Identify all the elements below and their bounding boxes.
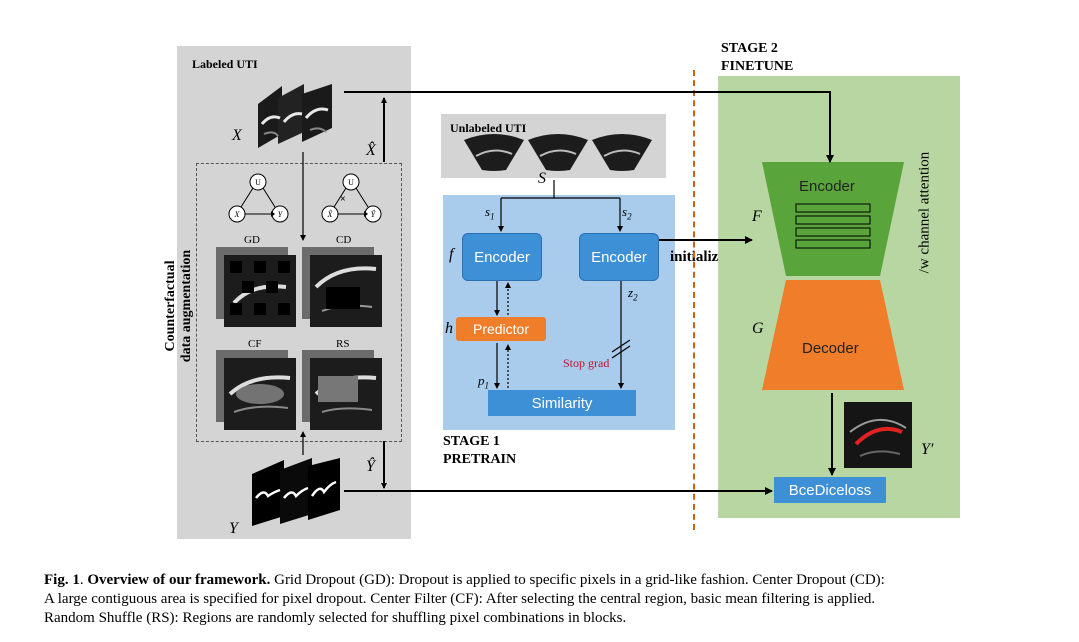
labeled-image-stack — [254, 84, 344, 148]
augmentation-box — [196, 163, 402, 442]
encoder-left: Encoder — [462, 233, 542, 281]
svg-text:Ŷ: Ŷ — [371, 209, 377, 219]
caption-heading: Overview of our framework. — [87, 572, 271, 588]
caption-fig-number: Fig. 1 — [44, 572, 80, 588]
channel-attention-label: /w channel attention — [916, 151, 933, 274]
stop-grad-label: Stop grad — [563, 356, 610, 370]
f-label: f — [449, 246, 454, 263]
node-u: U — [255, 178, 261, 187]
x-label: X — [232, 127, 242, 144]
z2-label: z2 — [628, 285, 638, 303]
stage2-encoder-label: Encoder — [799, 178, 855, 195]
predictor-box: Predictor — [456, 317, 546, 341]
labeled-uti-title: Labeled UTI — [192, 57, 258, 71]
aug-label-cd: CD — [336, 234, 352, 246]
y-label: Y — [229, 520, 238, 537]
ultrasound-image — [258, 84, 332, 148]
svg-text:Y: Y — [278, 210, 284, 219]
caption-line-3: Random Shuffle (RS): Regions are randoml… — [44, 610, 627, 626]
stage2-title: STAGE 2 FINETUNE — [721, 41, 794, 74]
causal-graph-counterfactual: × U X̂ Ŷ — [318, 172, 388, 224]
svg-text:X̂: X̂ — [327, 209, 334, 219]
h-label: h — [445, 320, 453, 337]
svg-text:U: U — [348, 178, 354, 187]
G-label: G — [752, 320, 764, 337]
y-hat-label: Ŷ — [366, 458, 375, 475]
aug-image-rs — [302, 350, 384, 432]
F-label: F — [752, 208, 762, 225]
s1-label: s1 — [485, 204, 495, 222]
s2-label: s2 — [622, 204, 632, 222]
aug-label-cf: CF — [248, 338, 262, 350]
encoder-right: Encoder — [579, 233, 659, 281]
aug-image-cf — [216, 350, 298, 432]
cut-mark-icon: × — [340, 194, 346, 205]
caption-line-1: Fig. 1. Overview of our framework. Grid … — [44, 572, 885, 588]
aug-label-rs: RS — [336, 338, 350, 350]
y-prime-label: Y′ — [921, 441, 934, 458]
similarity-box: Similarity — [488, 390, 636, 416]
aug-image-gd — [216, 247, 298, 329]
initialize-label: initialize — [670, 249, 725, 265]
bcediceloss-box: BceDiceloss — [774, 477, 886, 503]
counterfactual-side-label: Counterfactual data augmentation — [163, 249, 194, 363]
causal-graph-original: U X Y — [225, 172, 295, 224]
x-hat-label: X̂ — [366, 142, 376, 159]
aug-label-gd: GD — [244, 234, 260, 246]
mask-image-stack — [250, 458, 342, 526]
prediction-image — [844, 402, 912, 468]
unlabeled-images — [460, 134, 660, 172]
stage2-decoder-label: Decoder — [802, 340, 859, 357]
figure-caption: Fig. 1. Overview of our framework. Grid … — [44, 571, 1044, 628]
aug-image-cd — [302, 247, 384, 329]
s-label: S — [538, 170, 546, 187]
stage1-title: STAGE 1 PRETRAIN — [443, 434, 517, 467]
svg-text:X: X — [234, 210, 241, 219]
p1-label: p1 — [478, 373, 489, 391]
stage-divider — [693, 70, 695, 530]
caption-line-2: A large contiguous area is specified for… — [44, 591, 876, 607]
encoder-decoder-shape — [758, 158, 908, 393]
